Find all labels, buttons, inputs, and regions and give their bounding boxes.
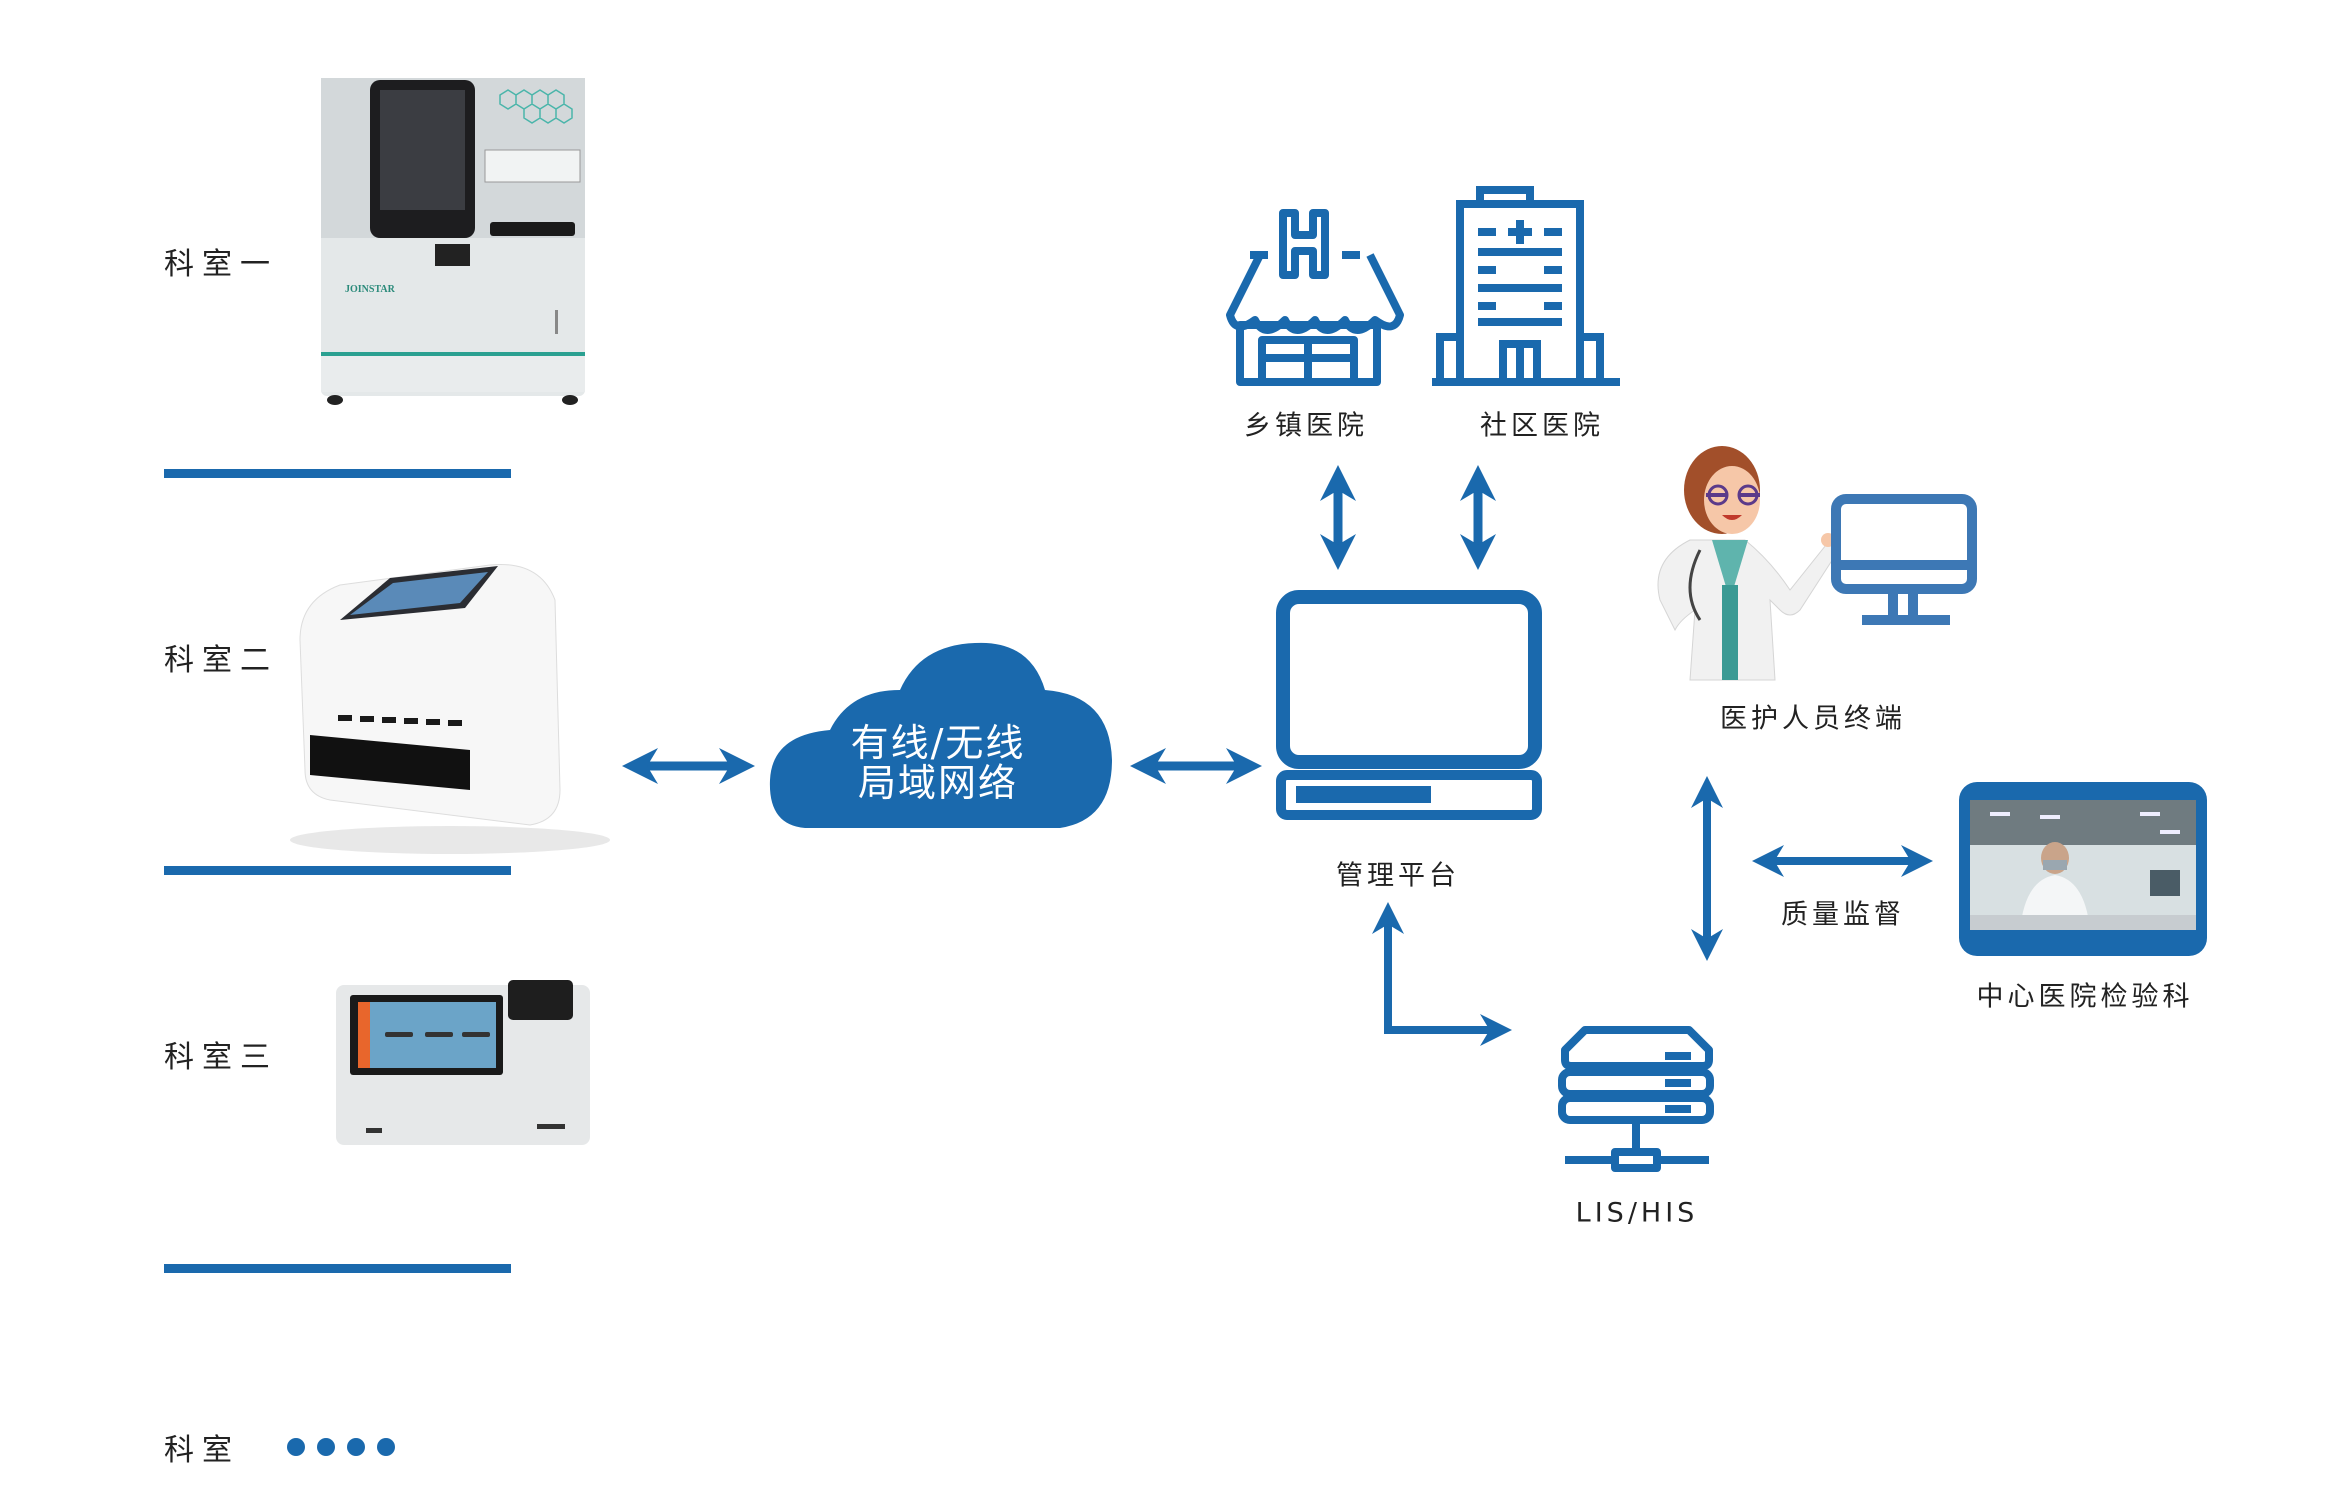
brand-logo: JOINSTAR: [345, 284, 396, 295]
department-label: 科室二: [164, 643, 278, 678]
doctor-illustration: [1657, 446, 1841, 681]
central-lab-photo: [1959, 782, 2207, 956]
divider-line: [164, 1264, 511, 1273]
department-label: 科室一: [164, 247, 278, 282]
analyzer-benchtop-image: [290, 563, 610, 854]
divider-line: [164, 866, 511, 875]
community-hospital-label: 社区医院: [1480, 410, 1604, 442]
divider-line: [164, 469, 511, 478]
lis-server-icon: [1558, 1026, 1714, 1172]
analyzer-tablet-image: [336, 980, 590, 1145]
more-dots: [287, 1438, 395, 1456]
central-lab-label: 中心医院检验科: [1976, 981, 2194, 1013]
medical-terminal-monitor-icon: [1831, 494, 1977, 625]
network-line1: 有线/无线: [850, 721, 1026, 765]
analyzer-large-image: JOINSTAR: [321, 78, 585, 405]
township-hospital-icon: [1226, 209, 1404, 386]
platform-label: 管理平台: [1336, 860, 1460, 892]
lis-his-label: LIS/HIS: [1575, 1197, 1699, 1229]
network-cloud-label: 有线/无线 局域网络: [851, 723, 1026, 803]
township-hospital-label: 乡镇医院: [1244, 410, 1368, 442]
management-platform-icon: [1276, 590, 1542, 820]
platform-lis-arrow: [1372, 902, 1512, 1046]
network-line2: 局域网络: [857, 761, 1018, 805]
department-label: 科室三: [164, 1040, 278, 1075]
community-hospital-icon: [1432, 186, 1620, 386]
medical-terminal-label: 医护人员终端: [1720, 703, 1906, 735]
department-label: 科室: [164, 1433, 240, 1468]
quality-supervision-label: 质量监督: [1781, 899, 1905, 931]
cloud-shape: [769, 642, 1112, 828]
